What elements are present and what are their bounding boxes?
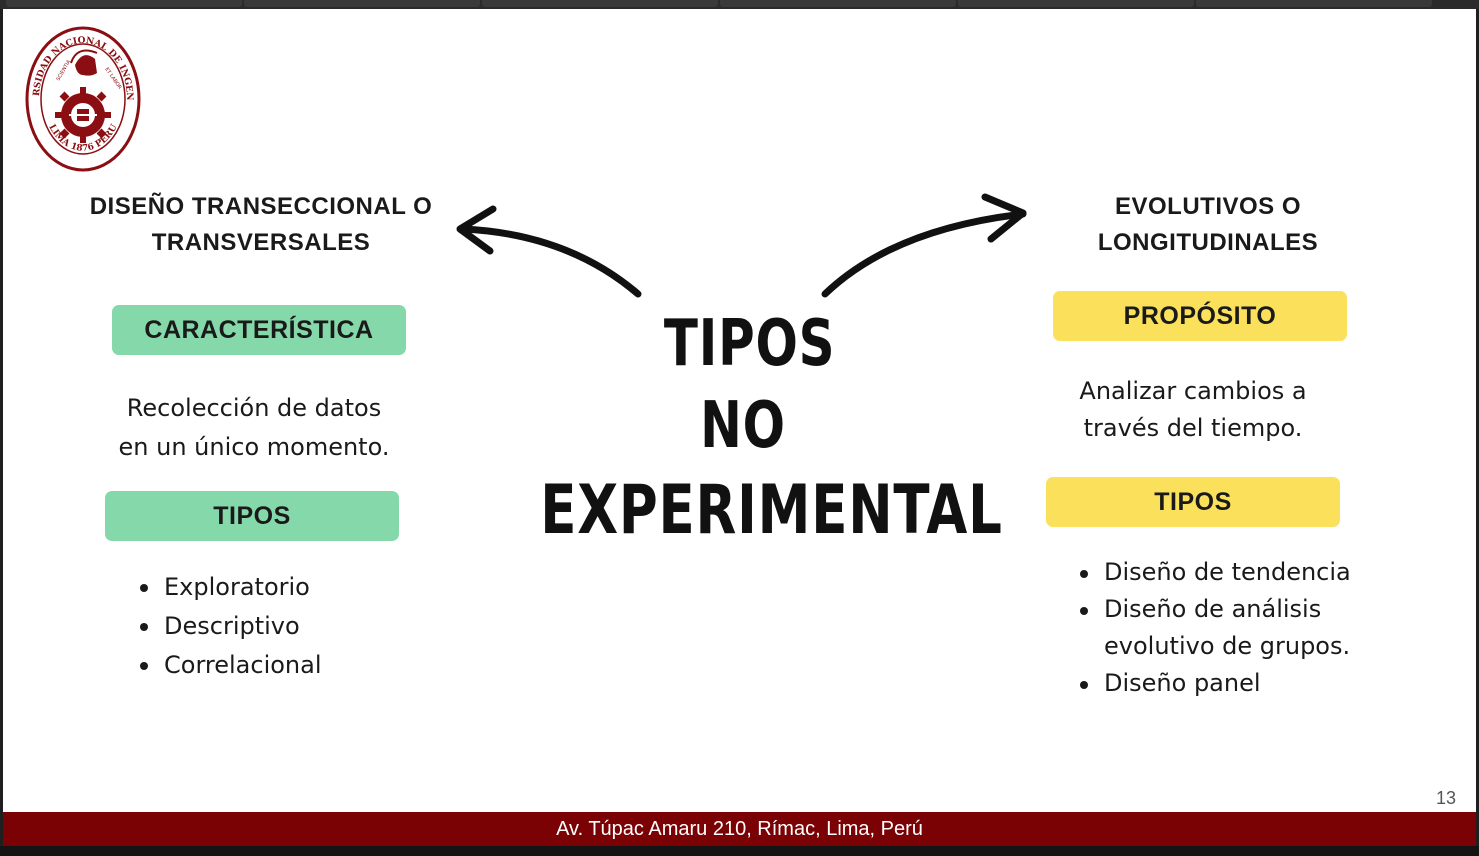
list-item: Diseño de tendencia — [1078, 554, 1351, 591]
list-item-line: evolutivo de grupos. — [1104, 632, 1351, 660]
right-types-list: Diseño de tendencia Diseño de análisis e… — [1078, 554, 1351, 702]
left-heading-line1: DISEÑO TRANSECCIONAL O — [89, 193, 433, 220]
left-description: Recolección de datos en un único momento… — [93, 389, 415, 467]
browser-tab-strip — [0, 0, 1479, 9]
right-description-line1: Analizar cambios a — [1079, 377, 1307, 405]
right-heading: EVOLUTIVOS O LONGITUDINALES — [1053, 189, 1363, 261]
proposito-label: PROPÓSITO — [1053, 291, 1347, 341]
left-tipos-label: TIPOS — [105, 491, 399, 541]
list-item: Diseño panel — [1078, 665, 1351, 702]
footer-address: Av. Túpac Amaru 210, Rímac, Lima, Perú — [3, 812, 1476, 846]
left-heading-line2: TRANSVERSALES — [151, 229, 371, 256]
list-item: Correlacional — [138, 646, 322, 685]
center-title-line3: EXPERIMENTAL — [540, 471, 1003, 550]
arrow-left-icon — [456, 205, 642, 298]
browser-tab[interactable] — [6, 0, 242, 7]
right-tipos-label: TIPOS — [1046, 477, 1340, 527]
left-heading: DISEÑO TRANSECCIONAL O TRANSVERSALES — [73, 189, 449, 261]
browser-tab[interactable] — [1196, 0, 1432, 7]
browser-tab[interactable] — [958, 0, 1194, 7]
university-seal-icon: UNIVERSIDAD NACIONAL DE INGENIERIA LIMA … — [25, 25, 141, 172]
browser-tab[interactable] — [720, 0, 956, 7]
arrow-right-icon — [821, 193, 1027, 298]
right-description: Analizar cambios a través del tiempo. — [1043, 373, 1343, 447]
right-description-line2: través del tiempo. — [1083, 414, 1303, 442]
left-types-list: Exploratorio Descriptivo Correlacional — [138, 568, 322, 685]
presentation-slide: UNIVERSIDAD NACIONAL DE INGENIERIA LIMA … — [3, 9, 1476, 812]
right-heading-line1: EVOLUTIVOS O — [1114, 193, 1302, 220]
browser-tab[interactable] — [482, 0, 718, 7]
caracteristica-label: CARACTERÍSTICA — [112, 305, 406, 355]
center-title-line2: NO — [700, 389, 786, 463]
list-item: Diseño de análisis evolutivo de grupos. — [1078, 591, 1351, 665]
left-description-line1: Recolección de datos — [126, 394, 382, 422]
list-item: Descriptivo — [138, 607, 322, 646]
list-item: Exploratorio — [138, 568, 322, 607]
left-description-line2: en un único momento. — [118, 433, 390, 461]
browser-tab[interactable] — [244, 0, 480, 7]
list-item-line: Diseño de análisis — [1104, 595, 1322, 623]
right-heading-line2: LONGITUDINALES — [1097, 229, 1319, 256]
page-number: 13 — [1435, 788, 1456, 808]
bottom-bar — [0, 846, 1479, 856]
center-title-line1: TIPOS — [663, 307, 836, 381]
